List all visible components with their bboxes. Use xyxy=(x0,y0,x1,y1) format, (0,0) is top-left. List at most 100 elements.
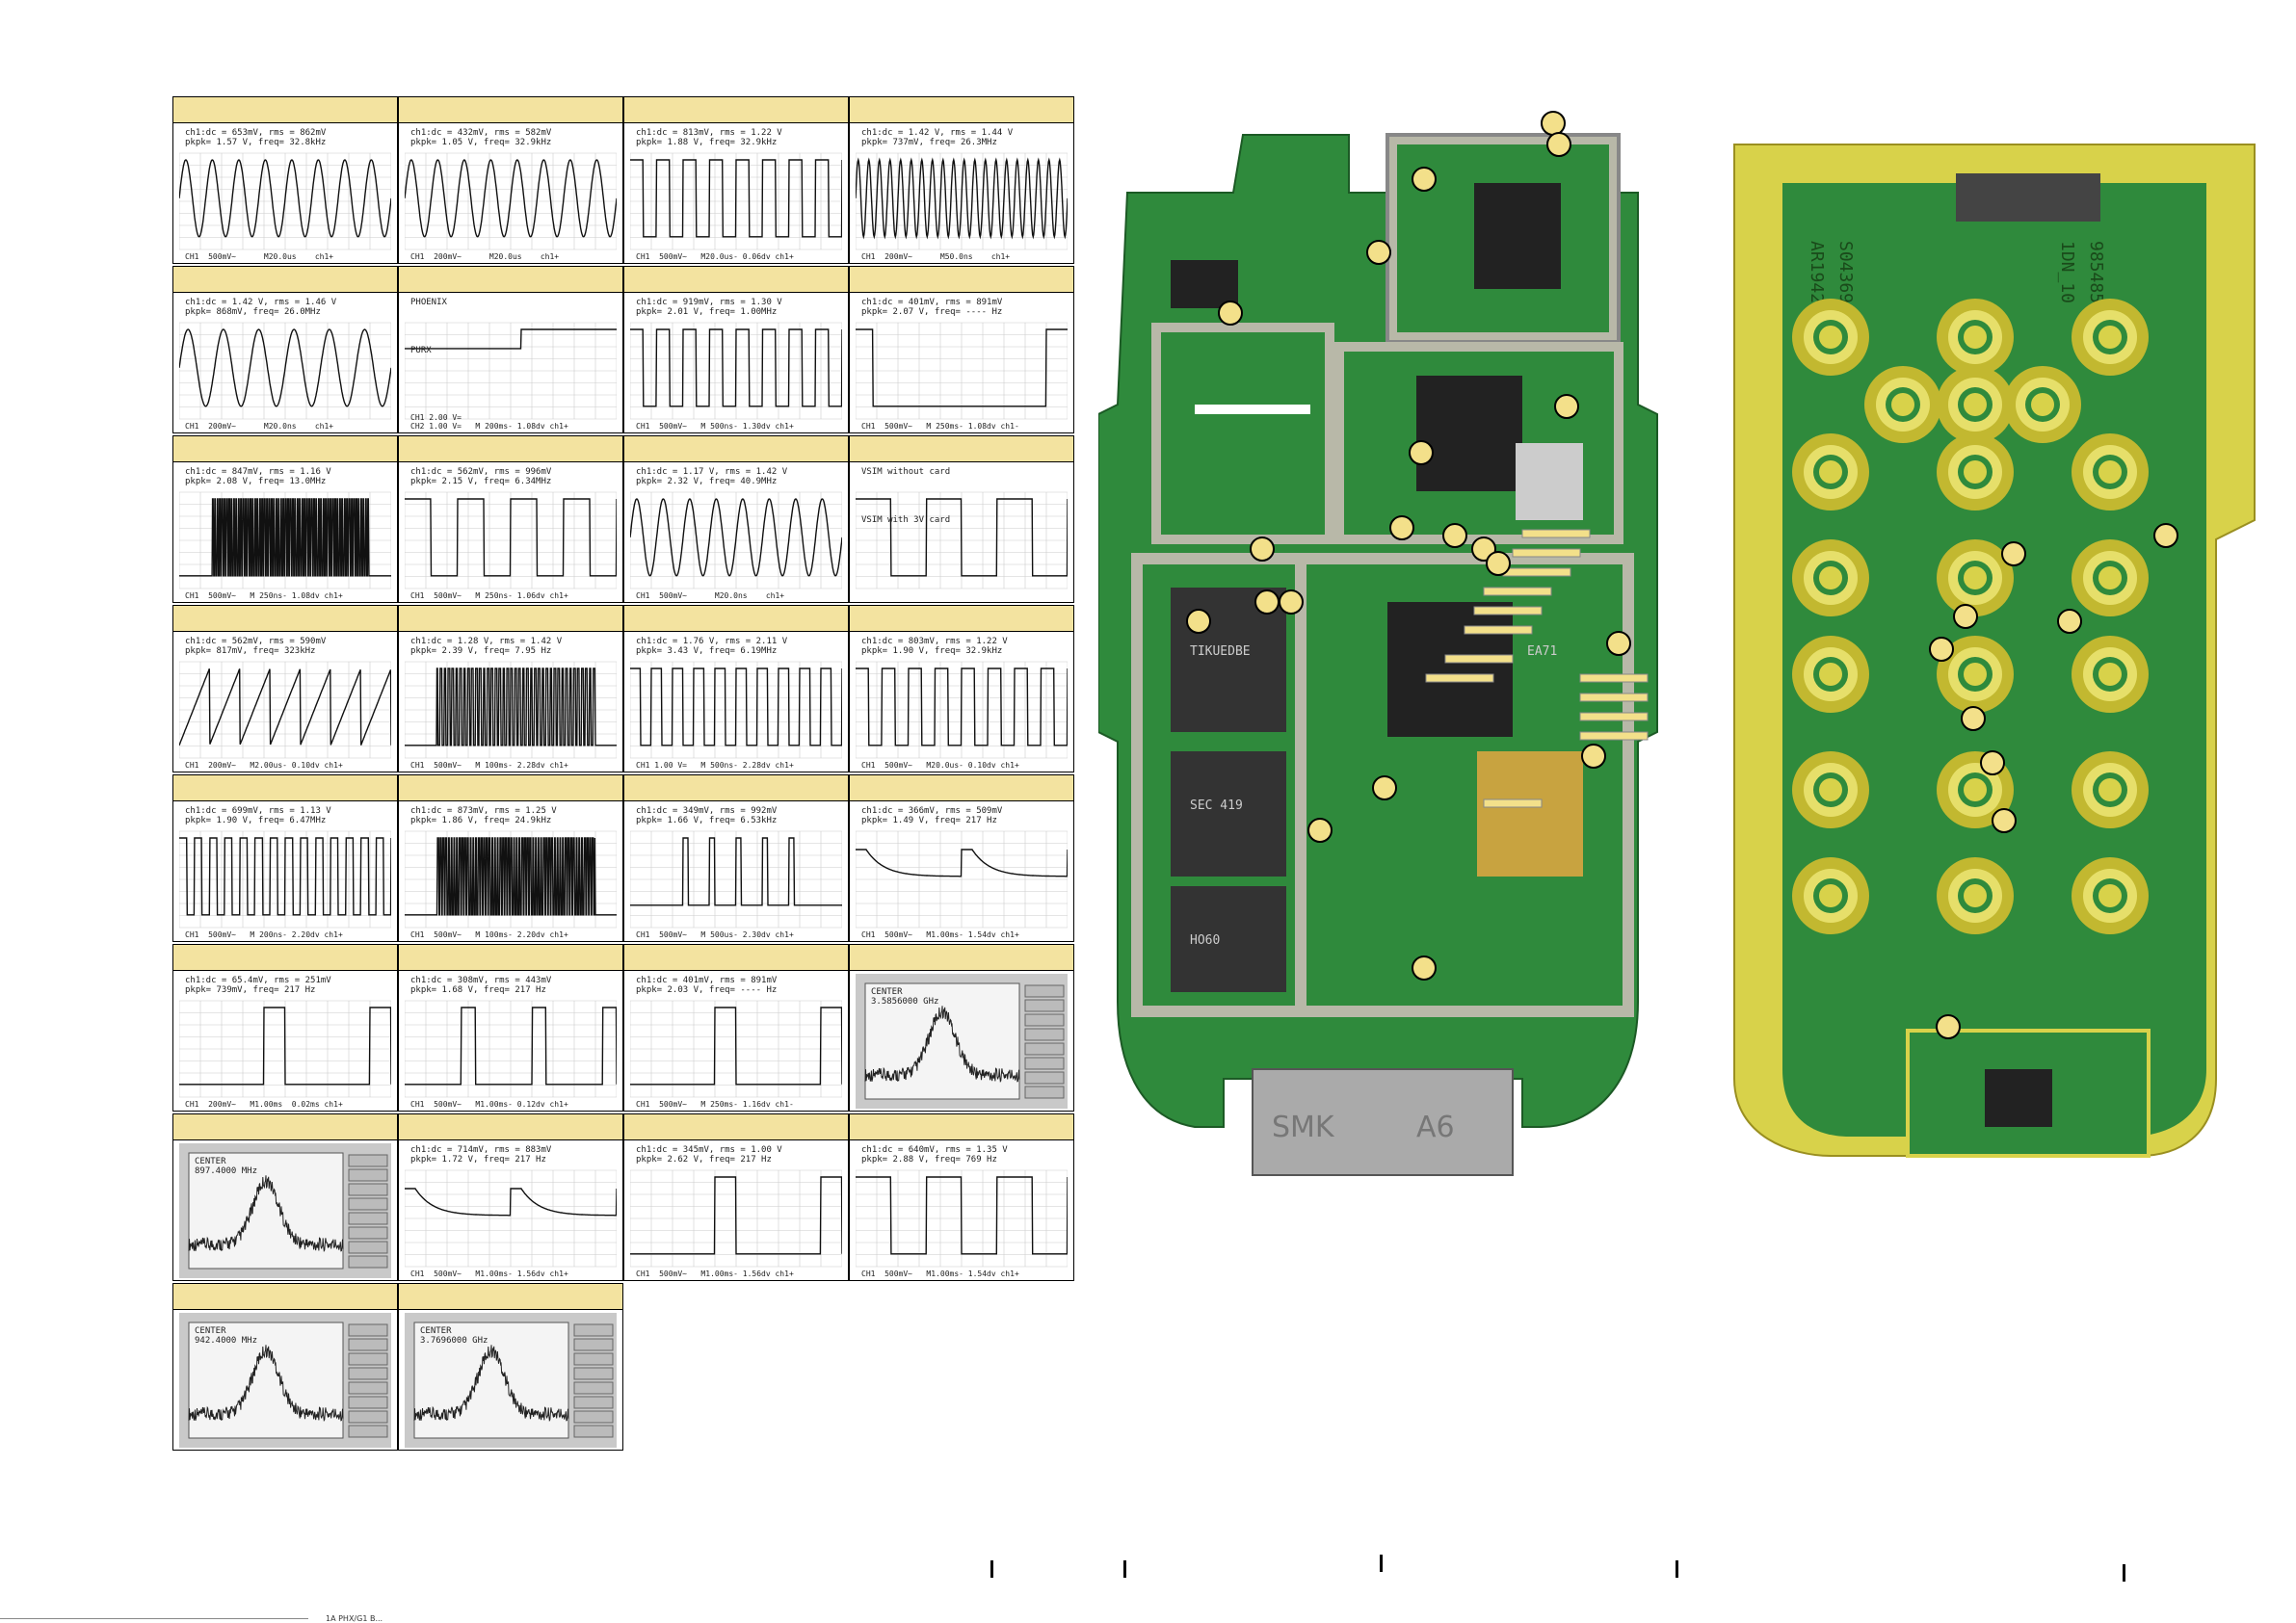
test-point-marker[interactable] xyxy=(1372,775,1397,800)
test-point-marker[interactable] xyxy=(1254,589,1280,615)
panel-readout: ch1:dc = 562mV, rms = 590mV xyxy=(185,637,327,646)
test-point-marker[interactable] xyxy=(2057,609,2082,634)
panel-header xyxy=(850,945,1073,971)
panel-header xyxy=(850,606,1073,632)
keypad-contact xyxy=(1964,460,1987,484)
panel-readout: ch1:dc = 401mV, rms = 891mV xyxy=(636,976,778,985)
keypad-contact xyxy=(1891,393,1914,416)
panel-readout: ch1:dc = 919mV, rms = 1.30 V xyxy=(636,298,782,307)
waveform-trace xyxy=(630,328,842,407)
waveform-trace xyxy=(405,159,617,238)
panel-readout: pkpk= 737mV, freq= 26.3MHz xyxy=(861,138,997,147)
panel-header xyxy=(399,97,622,123)
panel-readout: ch1:dc = 1.28 V, rms = 1.42 V xyxy=(410,637,563,646)
panel-readout: pkpk= 1.66 V, freq= 6.53kHz xyxy=(636,816,778,825)
panel-header xyxy=(173,1284,397,1310)
test-point-marker[interactable] xyxy=(1409,440,1434,465)
panel-readout: PURX xyxy=(410,346,432,355)
panel-readout: ch1:dc = 873mV, rms = 1.25 V xyxy=(410,806,557,816)
test-point-marker[interactable] xyxy=(1581,744,1606,769)
panel-header xyxy=(399,436,622,462)
waveform-trace xyxy=(179,328,391,407)
panel-readout: ch1:dc = 699mV, rms = 1.13 V xyxy=(185,806,331,816)
waveform-trace xyxy=(179,498,391,577)
footer-caption: 1A PHX/G1 B... xyxy=(326,1614,383,1623)
test-point-marker[interactable] xyxy=(1992,808,2017,833)
test-point-marker[interactable] xyxy=(1554,394,1579,419)
panel-footer: CH1 500mV~ M 100ms- 2.28dv ch1+ xyxy=(410,761,568,770)
waveform-trace xyxy=(405,1188,617,1217)
test-point-marker[interactable] xyxy=(1250,537,1275,562)
panel-footer: CH1 500mV~ M 200ns- 2.20dv ch1+ xyxy=(185,930,343,939)
waveform-plot xyxy=(856,152,1068,250)
panel-header xyxy=(624,945,848,971)
test-point-marker[interactable] xyxy=(1936,1014,1961,1039)
test-point-marker[interactable] xyxy=(1389,515,1414,540)
panel-readout: pkpk= 2.15 V, freq= 6.34MHz xyxy=(410,477,552,486)
test-point-marker[interactable] xyxy=(1546,132,1571,157)
waveform-plot xyxy=(179,830,391,929)
test-point-marker[interactable] xyxy=(1606,631,1631,656)
test-point-marker[interactable] xyxy=(1929,637,1954,662)
waveform-plot xyxy=(405,152,617,250)
test-point-marker[interactable] xyxy=(1442,523,1467,548)
test-point-marker[interactable] xyxy=(2001,541,2026,566)
panel-footer: CH1 500mV~ M20.0us ch1+ xyxy=(185,252,334,261)
test-point-marker[interactable] xyxy=(1307,818,1333,843)
panel-header xyxy=(173,606,397,632)
test-point-marker[interactable] xyxy=(1471,537,1496,562)
panel-footer: CH1 500mV~ M20.0us- 0.06dv ch1+ xyxy=(636,252,794,261)
spectrum-trace xyxy=(188,1175,344,1252)
test-point-marker[interactable] xyxy=(1218,301,1243,326)
waveform-plot xyxy=(630,1169,842,1268)
panel-header xyxy=(624,267,848,293)
test-point-marker[interactable] xyxy=(2153,523,2178,548)
waveform-plot xyxy=(630,1000,842,1098)
test-point-marker[interactable] xyxy=(1186,609,1211,634)
test-point-marker[interactable] xyxy=(1486,551,1511,576)
waveform-plot xyxy=(630,491,842,589)
panel-readout: pkpk= 2.32 V, freq= 40.9MHz xyxy=(636,477,778,486)
panel-header xyxy=(173,97,397,123)
test-point-marker[interactable] xyxy=(1980,750,2005,775)
waveform-plot xyxy=(856,830,1068,929)
panel-header xyxy=(399,606,622,632)
test-point-marker[interactable] xyxy=(1953,604,1978,629)
panel-footer: CH1 200mV~ M1.00ms 0.02ms ch1+ xyxy=(185,1100,343,1109)
keypad-contact xyxy=(2098,460,2122,484)
panel-readout: CENTER xyxy=(871,987,903,997)
panel-header xyxy=(399,775,622,801)
waveform-trace xyxy=(630,498,842,577)
panel-readout: pkpk= 2.01 V, freq= 1.00MHz xyxy=(636,307,778,317)
test-point-marker[interactable] xyxy=(1366,240,1391,265)
pcb-code-1: 9854851 xyxy=(2086,241,2106,314)
test-point-marker[interactable] xyxy=(1279,589,1304,615)
scale-tick xyxy=(2123,1564,2125,1582)
scale-tick xyxy=(990,1560,993,1578)
test-point-marker[interactable] xyxy=(1412,955,1437,981)
waveform-plot xyxy=(405,1169,617,1268)
panel-readout: pkpk= 1.49 V, freq= 217 Hz xyxy=(861,816,997,825)
panel-readout: pkpk= 1.86 V, freq= 24.9kHz xyxy=(410,816,552,825)
test-point-marker[interactable] xyxy=(1961,706,1986,731)
panel-readout: pkpk= 739mV, freq= 217 Hz xyxy=(185,985,316,995)
waveform-plot xyxy=(179,491,391,589)
test-point-marker[interactable] xyxy=(1412,167,1437,192)
panel-readout: ch1:dc = 308mV, rms = 443mV xyxy=(410,976,552,985)
panel-footer: CH1 200mV~ M20.0us ch1+ xyxy=(410,252,560,261)
spectrum-trace xyxy=(413,1345,569,1422)
